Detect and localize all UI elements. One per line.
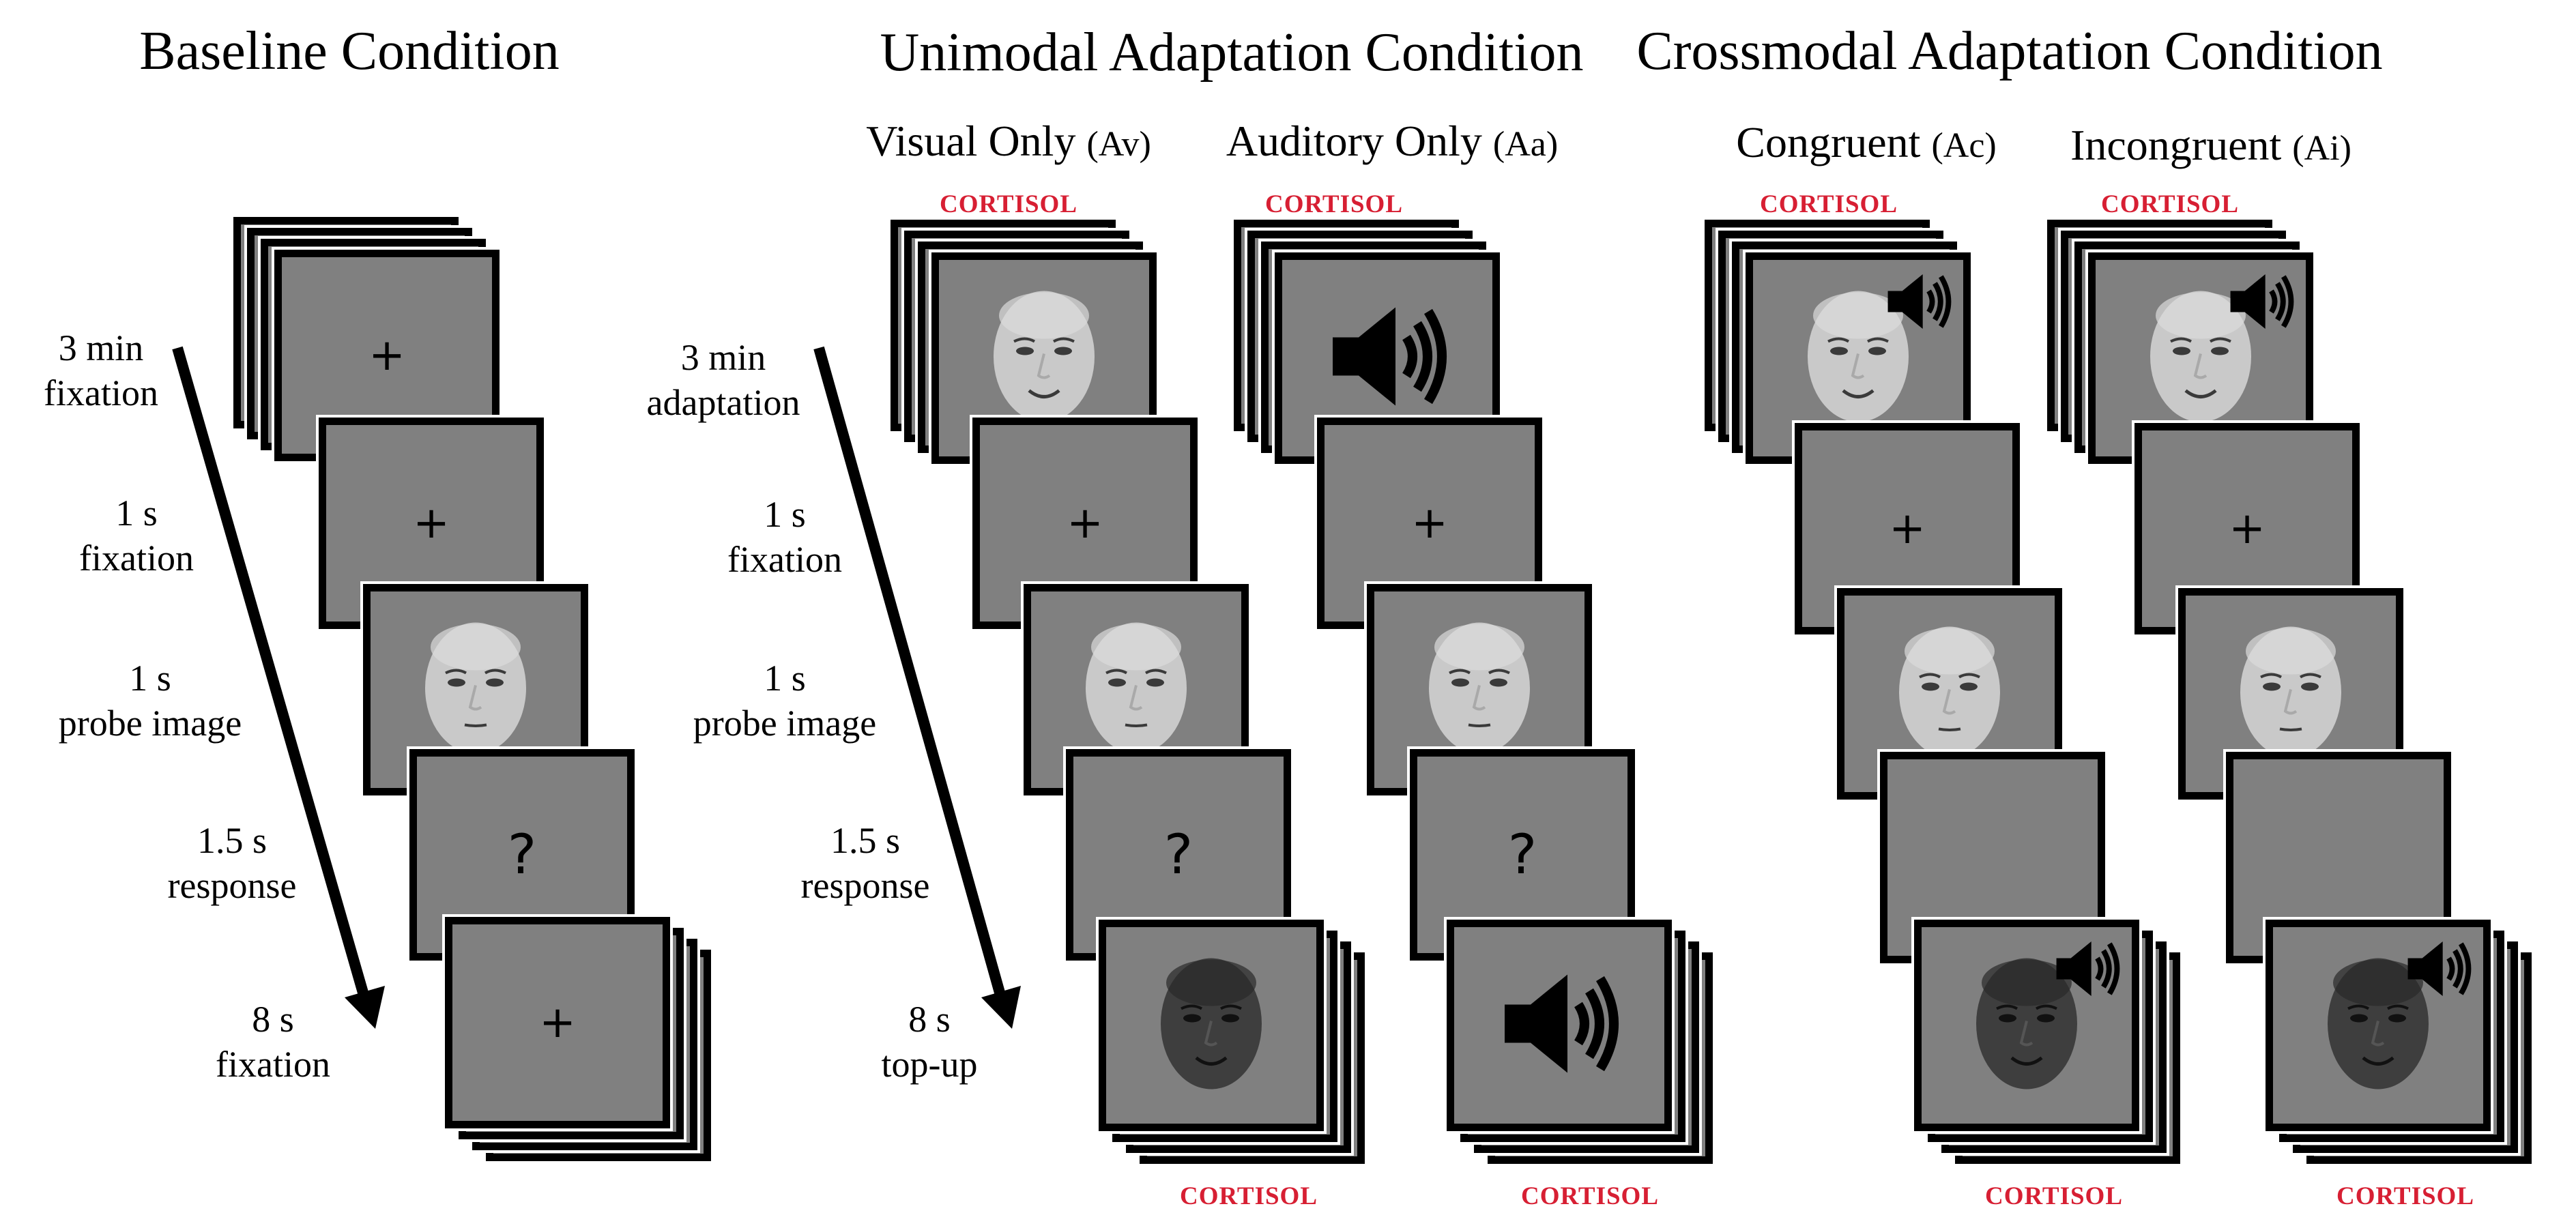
probe-face-image bbox=[1425, 620, 1534, 760]
topup-face-sound-frame bbox=[1911, 917, 2142, 1134]
topup-sound-frame bbox=[1444, 917, 1675, 1134]
fixation-cross: + bbox=[539, 997, 576, 1048]
probe-face-image bbox=[2236, 624, 2345, 764]
incongruent-label: Incongruent (Ai) bbox=[2070, 121, 2351, 169]
speaker-icon bbox=[2227, 271, 2295, 336]
cortisol-label: CORTISOL bbox=[2336, 1182, 2475, 1210]
cortisol-label: CORTISOL bbox=[1520, 1182, 1660, 1210]
cortisol-label: CORTISOL bbox=[1984, 1182, 2124, 1210]
speaker-icon bbox=[1884, 271, 1952, 336]
speaker-icon bbox=[1326, 302, 1449, 415]
probe-face-image bbox=[1082, 620, 1191, 760]
fixation-cross: + bbox=[413, 498, 450, 549]
speaker-icon bbox=[2053, 938, 2121, 1003]
congruent-label: Congruent (Ac) bbox=[1736, 118, 1997, 166]
fixation-cross: + bbox=[1067, 498, 1103, 549]
speaker-icon bbox=[1498, 969, 1621, 1082]
probe-face-image bbox=[1895, 624, 2004, 764]
fixation-cross: + bbox=[368, 330, 405, 381]
fixation-frame: + bbox=[442, 914, 673, 1131]
adapt-face-image bbox=[1804, 289, 1913, 428]
topup-face-image bbox=[1972, 956, 2081, 1096]
adapt-face-frame bbox=[929, 250, 1159, 467]
topup-face-image bbox=[1157, 956, 1266, 1096]
response-question-mark: ? bbox=[507, 823, 537, 886]
unimodal-heading: Unimodal Adaptation Condition bbox=[880, 23, 1584, 83]
adapt-face-image bbox=[2146, 289, 2255, 428]
visual-only-label: Visual Only (Av) bbox=[866, 117, 1151, 165]
speaker-icon bbox=[2404, 938, 2472, 1003]
crossmodal-heading: Crossmodal Adaptation Condition bbox=[1636, 21, 2383, 81]
adapt-face-image bbox=[989, 289, 1099, 428]
auditory-only-label: Auditory Only (Aa) bbox=[1226, 117, 1559, 165]
cortisol-label: CORTISOL bbox=[1179, 1182, 1318, 1210]
fixation-cross: + bbox=[2229, 503, 2266, 554]
topup-face-image bbox=[2324, 956, 2433, 1096]
cortisol-label: CORTISOL bbox=[2100, 190, 2240, 218]
topup-face-frame bbox=[1096, 917, 1327, 1134]
fixation-cross: + bbox=[1411, 498, 1448, 549]
cortisol-label: CORTISOL bbox=[1759, 190, 1898, 218]
probe-face-image bbox=[421, 620, 530, 760]
topup-face-sound-frame bbox=[2263, 917, 2493, 1134]
cortisol-label: CORTISOL bbox=[1264, 190, 1404, 218]
response-question-mark: ? bbox=[1507, 823, 1537, 886]
fixation-cross: + bbox=[1889, 503, 1926, 554]
cortisol-label: CORTISOL bbox=[939, 190, 1078, 218]
response-question-mark: ? bbox=[1163, 823, 1193, 886]
baseline-heading: Baseline Condition bbox=[139, 21, 560, 81]
